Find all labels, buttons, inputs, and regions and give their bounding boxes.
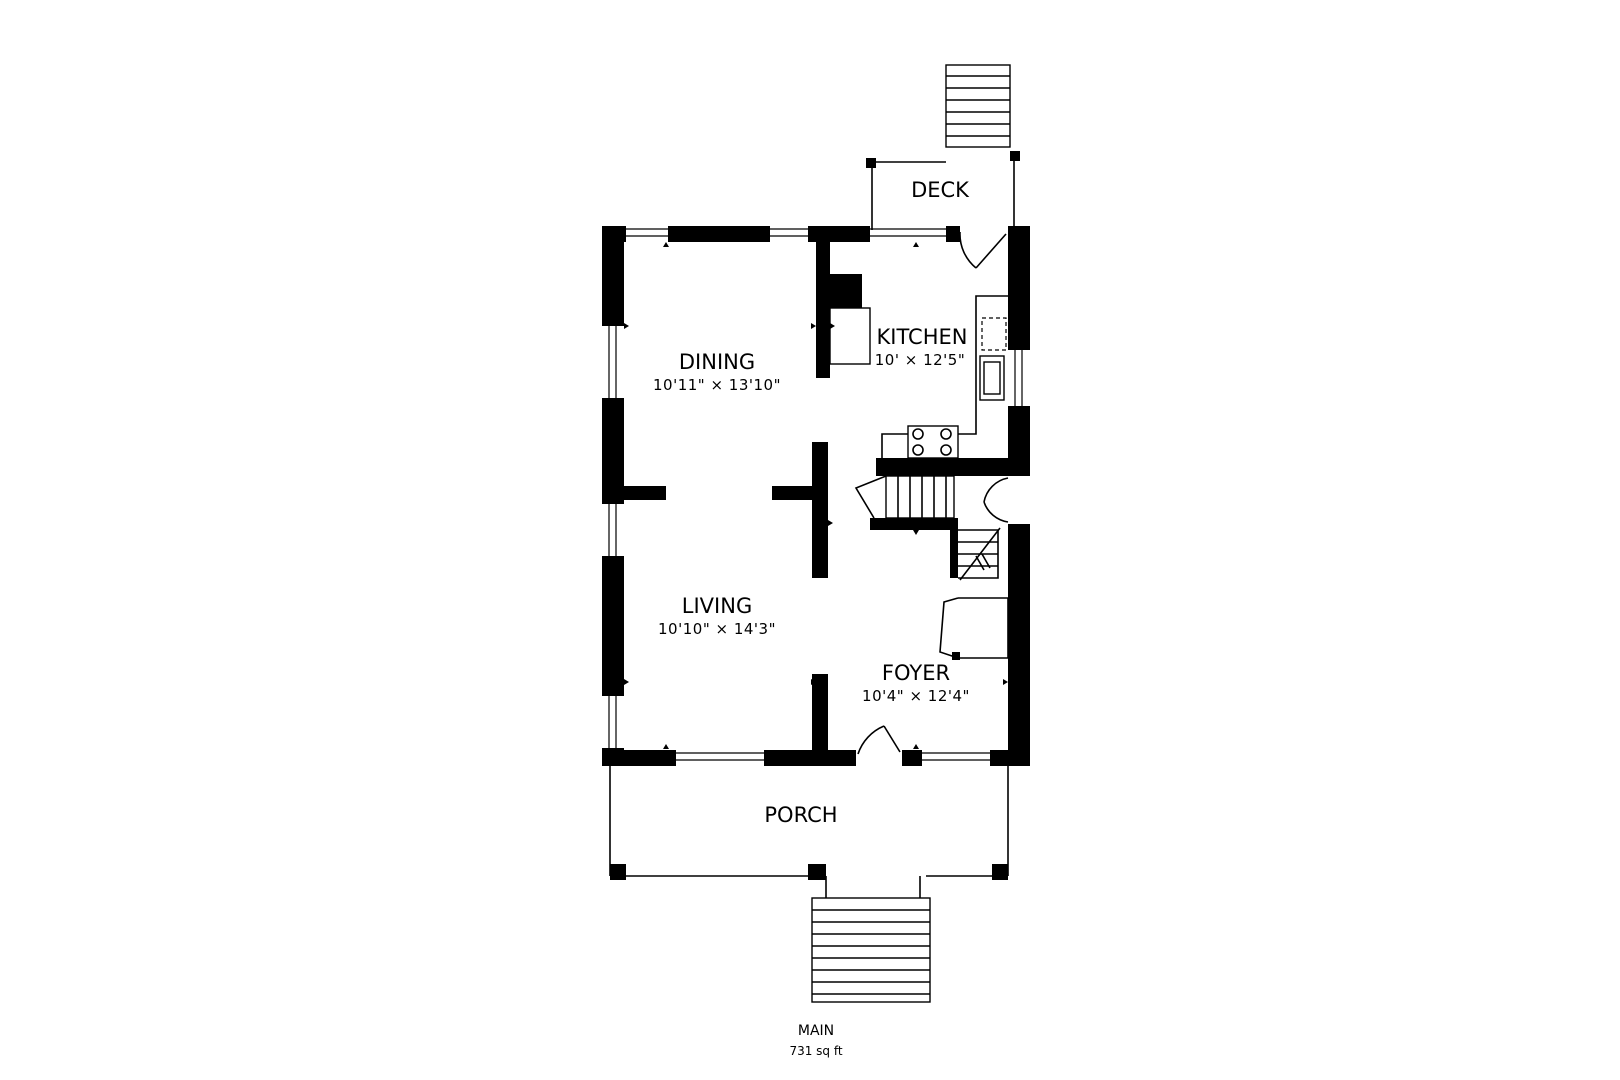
porch-label: PORCH (764, 803, 837, 827)
foyer-label: FOYER (882, 661, 950, 685)
interior-walls (624, 240, 1010, 754)
porch-outline (609, 766, 1009, 898)
deck-label: DECK (911, 178, 970, 202)
kitchen-label: KITCHEN (877, 325, 968, 349)
exterior-wall-left (602, 226, 624, 766)
interior-stairs (854, 475, 1001, 581)
exterior-wall-top (602, 226, 960, 242)
front-stairs (811, 897, 931, 1003)
dining-dimensions: 10'11" × 13'10" (653, 376, 781, 394)
exterior-wall-right (1008, 226, 1030, 766)
deck-stairs (945, 64, 1011, 148)
living-dimensions: 10'10" × 14'3" (658, 620, 776, 638)
floor-name: MAIN (798, 1023, 834, 1039)
foyer-bench (939, 597, 1009, 660)
foyer-dimensions: 10'4" × 12'4" (862, 687, 970, 705)
wall-markers (624, 242, 1008, 749)
doors (857, 231, 1009, 755)
living-label: LIVING (682, 594, 752, 618)
floor-area: 731 sq ft (789, 1044, 842, 1058)
deck-outline (866, 151, 1020, 230)
kitchen-fixtures (829, 295, 1008, 459)
kitchen-dimensions: 10' × 12'5" (875, 351, 965, 369)
dining-label: DINING (679, 350, 755, 374)
